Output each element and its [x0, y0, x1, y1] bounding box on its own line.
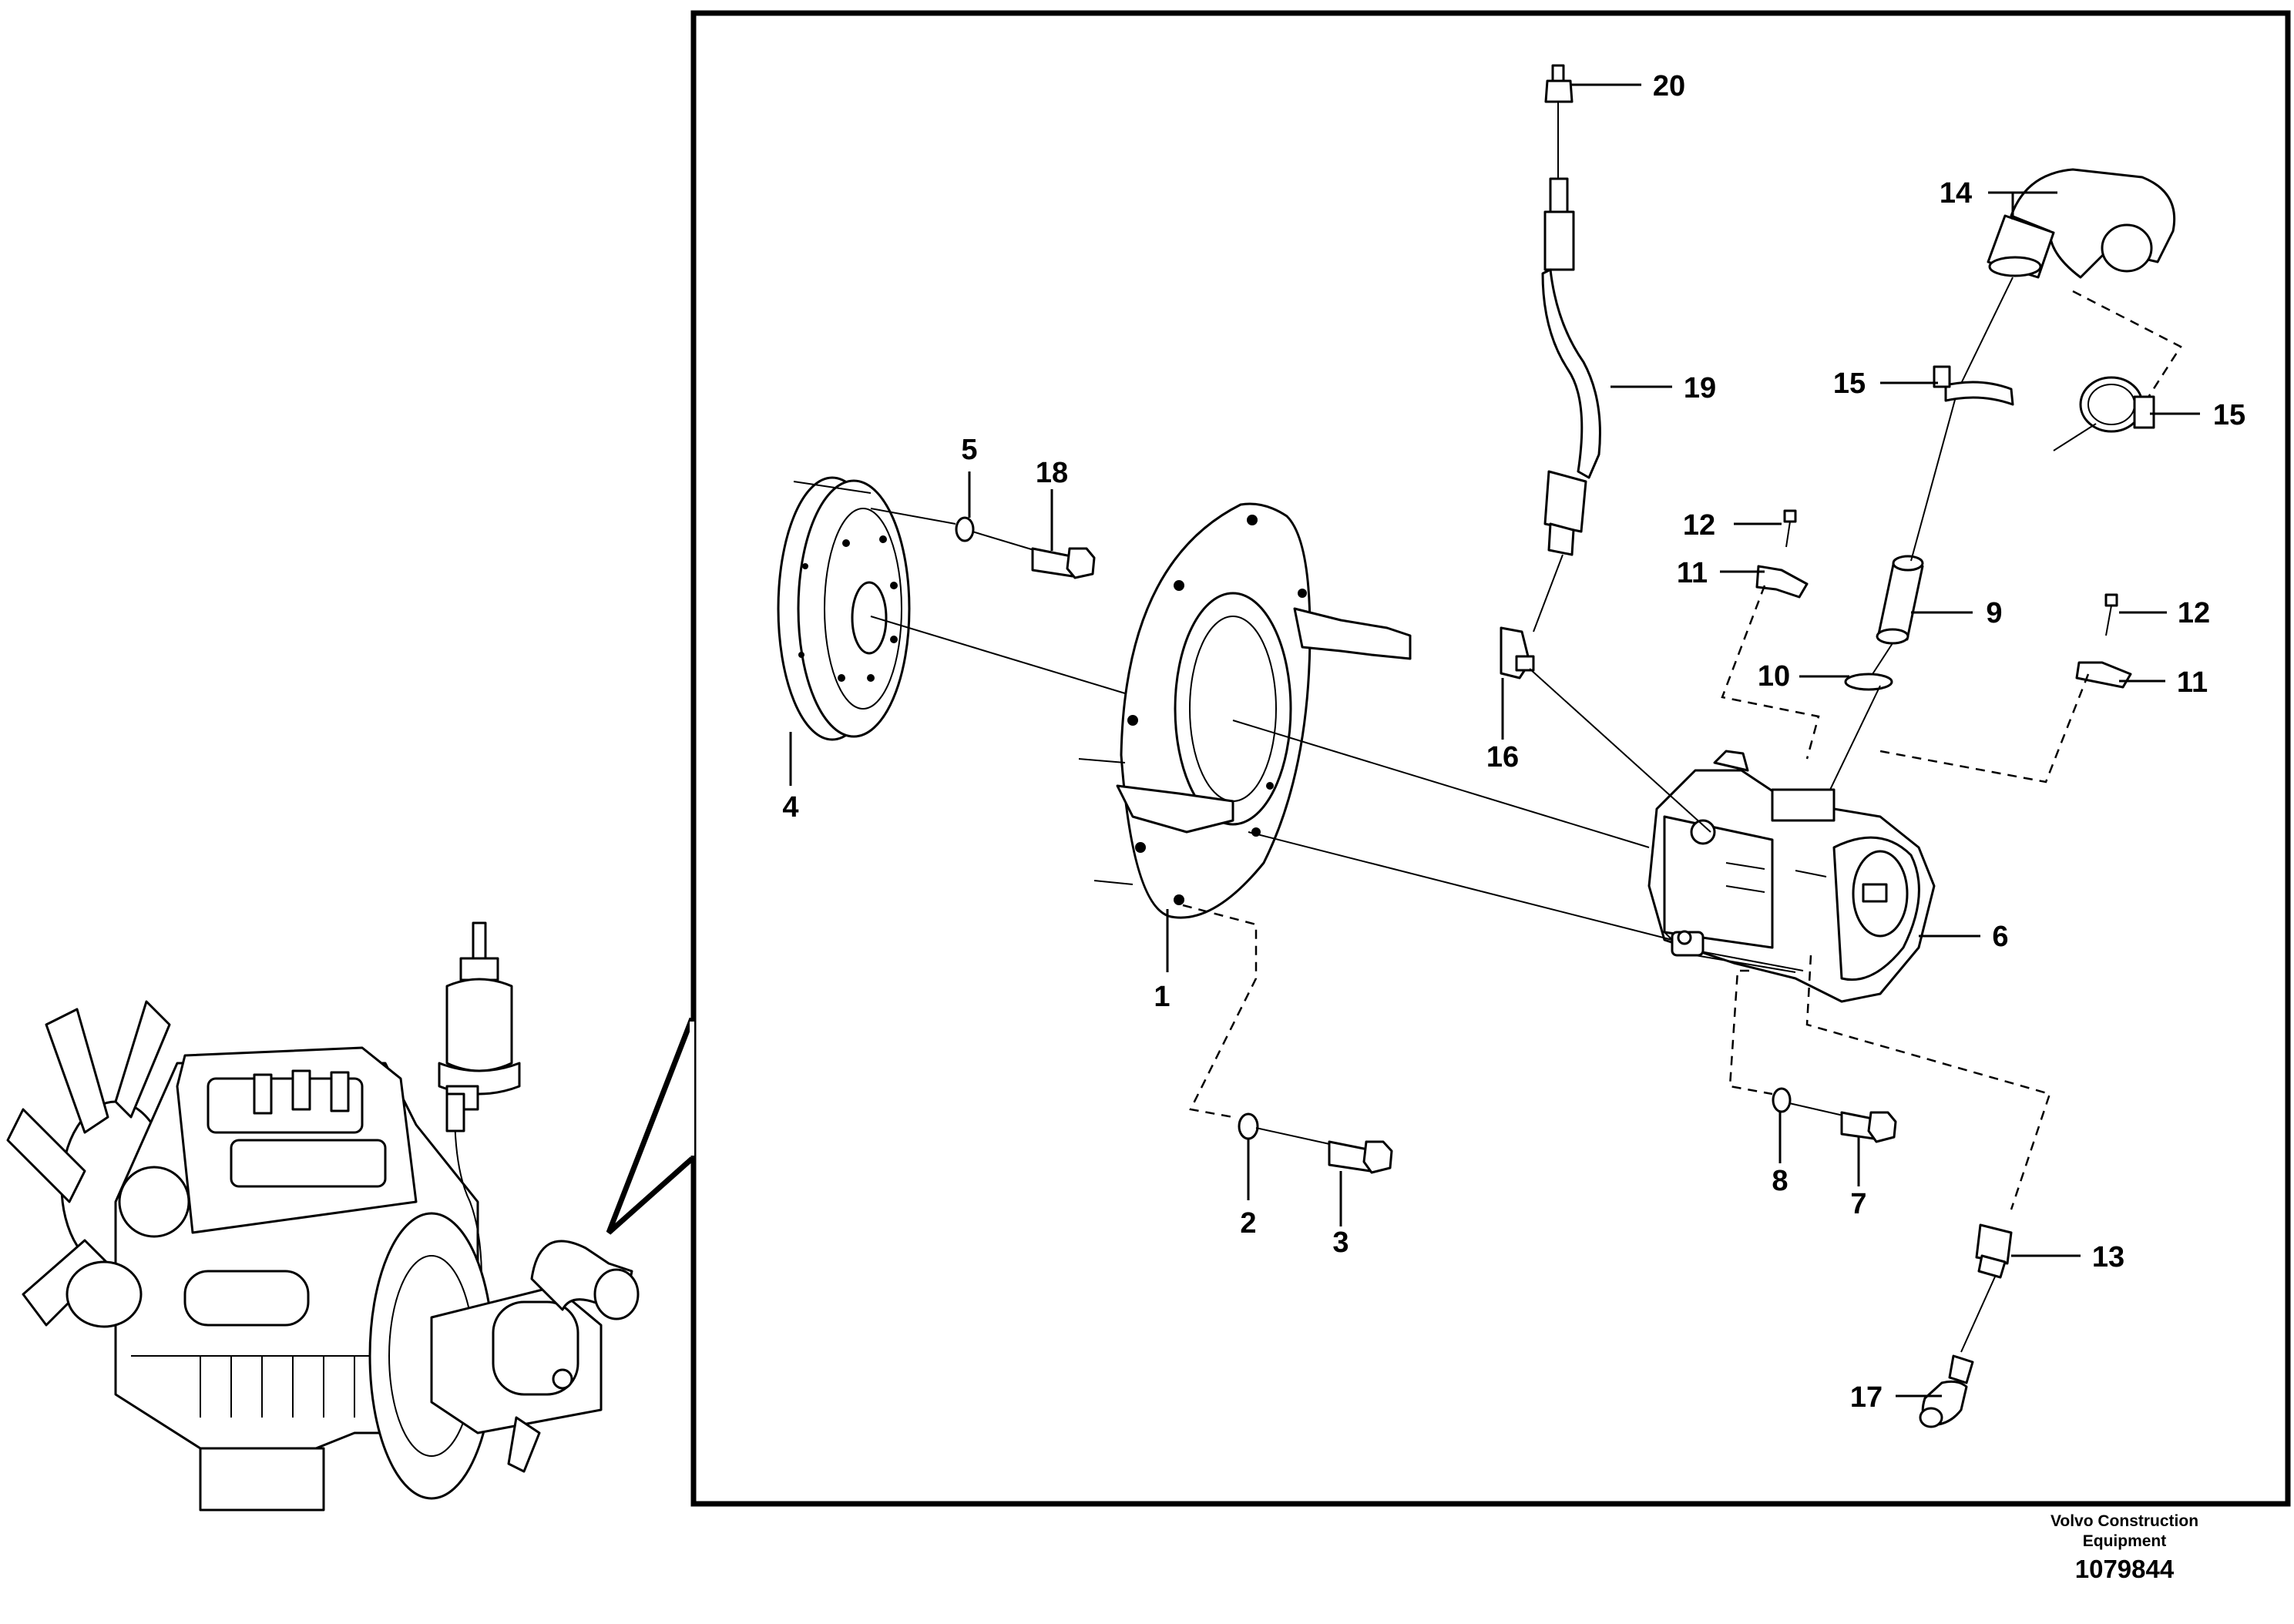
- callout-20: 20: [1653, 70, 1685, 102]
- hose-elbow-14: [1987, 168, 2176, 279]
- o-ring-10: [1844, 673, 1893, 691]
- oil-filter: [65, 1260, 143, 1328]
- elbow-17: [1919, 1354, 1974, 1428]
- callout-leaders: [789, 83, 2200, 1398]
- clamp-15-right: [2079, 376, 2155, 433]
- bracket-11-left: [1755, 565, 1809, 599]
- hose-19: [1541, 177, 1601, 556]
- callout-8: 8: [1772, 1165, 1788, 1197]
- callout-5: 5: [961, 434, 977, 466]
- company-name-line2: Equipment: [2082, 1532, 2167, 1550]
- callout-3: 3: [1332, 1226, 1349, 1259]
- company-name: Volvo Construction Equipment: [2040, 1512, 2209, 1552]
- callout-17: 17: [1850, 1381, 1883, 1414]
- fitting-20: [1544, 64, 1574, 103]
- engine-overview-illustration: [6, 921, 640, 1512]
- flywheel-housing: [1116, 502, 1412, 919]
- callout-labels: 1 2 3 4 5 6 7 8 9 10 11 11 12 12 13 14 1…: [782, 70, 2245, 1414]
- screw-12-right: [2104, 593, 2118, 636]
- bolt-18: [1031, 547, 1096, 579]
- callout-13: 13: [2092, 1241, 2124, 1273]
- callout-19: 19: [1684, 372, 1716, 404]
- callout-4: 4: [782, 791, 798, 824]
- callout-7: 7: [1850, 1188, 1866, 1220]
- screw-12-left: [1783, 509, 1797, 548]
- document-number: 1079844: [2074, 1555, 2175, 1583]
- callout-9: 9: [1986, 597, 2002, 629]
- hydraulic-pump: [1647, 750, 1936, 1003]
- coupling-disc: [777, 476, 911, 741]
- fitting-13: [1975, 1223, 2013, 1279]
- pipe-9: [1876, 555, 1924, 645]
- callout-1: 1: [1154, 981, 1170, 1013]
- company-name-line1: Volvo Construction: [2050, 1512, 2199, 1530]
- callout-16: 16: [1486, 741, 1519, 773]
- callout-11-left: 11: [1677, 557, 1708, 589]
- bolt-7: [1840, 1111, 1897, 1143]
- bracket-11-right: [2075, 661, 2132, 689]
- callout-11-right: 11: [2177, 666, 2208, 699]
- elbow-16: [1500, 626, 1535, 679]
- callout-12-right: 12: [2178, 597, 2210, 629]
- washer-8: [1772, 1087, 1792, 1113]
- detail-callout-pointer: [606, 1017, 695, 1235]
- fuel-filter-canister: [438, 921, 521, 1280]
- callout-2: 2: [1240, 1207, 1256, 1240]
- callout-10: 10: [1758, 660, 1790, 693]
- washer-5: [955, 516, 975, 542]
- callout-14: 14: [1940, 177, 1972, 210]
- hydraulic-pump-overview: [430, 1240, 640, 1473]
- callout-15-right: 15: [2213, 399, 2245, 431]
- washer-2: [1238, 1112, 1259, 1140]
- callout-6: 6: [1992, 921, 2008, 953]
- callout-12-left: 12: [1683, 509, 1715, 542]
- bolt-3: [1328, 1140, 1393, 1174]
- callout-15-left: 15: [1833, 367, 1866, 400]
- callout-18: 18: [1036, 457, 1068, 489]
